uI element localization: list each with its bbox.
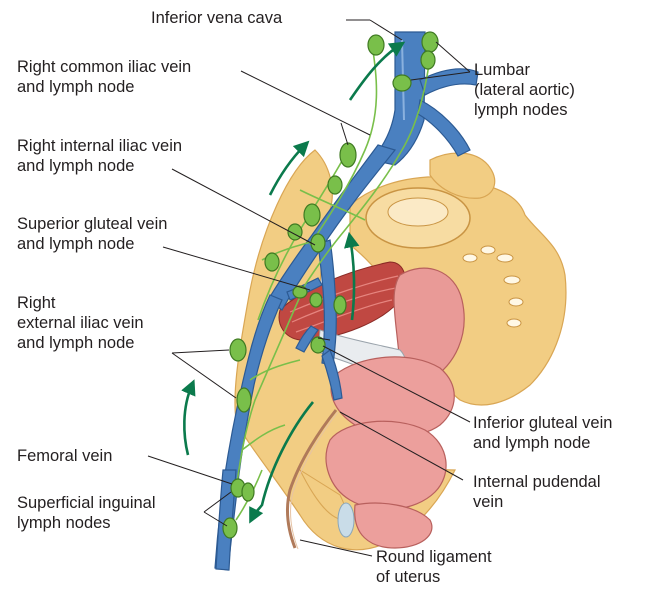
lymph-node-common-iliac xyxy=(340,143,356,167)
lymph-node-external-iliac-1 xyxy=(230,339,246,361)
label-inferior-gluteal: Inferior gluteal vein and lymph node xyxy=(473,413,612,453)
lumbar-vein xyxy=(420,69,478,95)
lymph-node-chain-1 xyxy=(328,176,342,194)
intervertebral-disc xyxy=(388,198,448,226)
sacral-foramen-5 xyxy=(481,246,495,254)
right-lumbar-branch xyxy=(418,100,470,156)
leader-femoral xyxy=(148,456,232,484)
label-lumbar-nodes: Lumbar (lateral aortic) lymph nodes xyxy=(474,60,575,120)
lymph-node-lumbar-lower xyxy=(393,75,411,91)
sacral-foramen-3 xyxy=(509,298,523,306)
lymph-node-internal-iliac xyxy=(311,234,325,252)
lymph-node-chain-2 xyxy=(304,204,320,226)
flow-arrow-external-iliac xyxy=(184,385,192,455)
lymph-node-lumbar-upper xyxy=(421,51,435,69)
rectum-lower xyxy=(326,421,446,509)
lymph-node-ivc-right xyxy=(422,32,438,52)
sacral-foramen-2 xyxy=(504,276,520,284)
label-right-external-iliac: Right external iliac vein and lymph node xyxy=(17,293,144,353)
lymph-node-ivc-left xyxy=(368,35,384,55)
label-right-common-iliac: Right common iliac vein and lymph node xyxy=(17,57,191,97)
label-round-ligament: Round ligament of uterus xyxy=(376,547,492,587)
lymph-node-inguinal-2 xyxy=(223,518,237,538)
lymph-node-chain-4 xyxy=(265,253,279,271)
label-internal-pudendal: Internal pudendal vein xyxy=(473,472,601,512)
label-inferior-vena-cava: Inferior vena cava xyxy=(151,8,282,28)
lymph-node-gluteal-2 xyxy=(310,293,322,307)
label-femoral-vein: Femoral vein xyxy=(17,446,112,466)
sacral-foramen-4 xyxy=(507,319,521,327)
label-superior-gluteal: Superior gluteal vein and lymph node xyxy=(17,214,167,254)
lymph-node-inferior-gluteal xyxy=(311,337,325,353)
leader-common-iliac xyxy=(241,71,370,135)
label-superficial-inguinal: Superficial inguinal lymph nodes xyxy=(17,493,156,533)
lymph-node-superior-gluteal xyxy=(293,286,307,298)
leader-ext-iliac-1 xyxy=(172,350,229,353)
lymph-node-chain-5 xyxy=(334,296,346,314)
sacral-foramen-6 xyxy=(463,254,477,262)
sacral-foramen-1 xyxy=(497,254,513,262)
leader-ext-iliac-2 xyxy=(172,353,236,398)
lymph-node-external-iliac-2 xyxy=(237,388,251,412)
leader-common-iliac-2 xyxy=(341,123,348,145)
lymph-node-inguinal-1 xyxy=(242,483,254,501)
leader-lumbar-1 xyxy=(436,42,470,72)
label-right-internal-iliac: Right internal iliac vein and lymph node xyxy=(17,136,182,176)
pubic-symphysis xyxy=(338,503,354,537)
